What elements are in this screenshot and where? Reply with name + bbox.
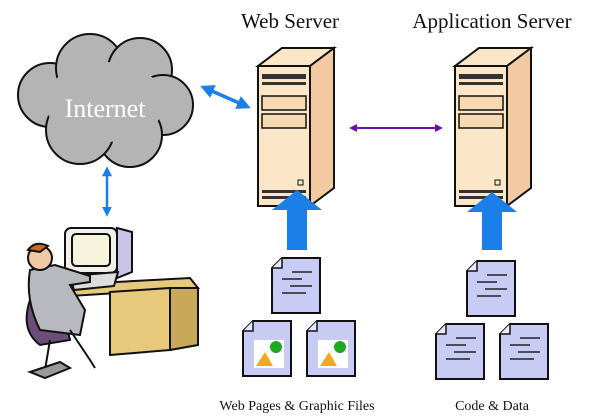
code-data-up-arrow xyxy=(467,192,517,250)
document-icon xyxy=(466,260,516,317)
cloud-icon xyxy=(17,33,194,168)
web-server-title: Web Server xyxy=(241,9,339,33)
image-document-icon xyxy=(242,320,292,377)
web-files-up-arrow xyxy=(272,190,322,250)
user-at-computer-icon xyxy=(25,226,200,380)
document-icon xyxy=(271,257,321,314)
document-icon xyxy=(435,323,485,380)
document-icon xyxy=(499,323,549,380)
code-data-caption: Code & Data xyxy=(455,399,530,414)
app-server-title: Application Server xyxy=(412,9,571,33)
web-files-caption: Web Pages & Graphic Files xyxy=(219,399,374,414)
app-server-icon xyxy=(454,47,532,207)
web-server-icon xyxy=(257,47,335,207)
image-document-icon xyxy=(306,320,356,377)
internet-webserver-arrow xyxy=(200,85,251,109)
internet-label: Internet xyxy=(65,94,147,123)
